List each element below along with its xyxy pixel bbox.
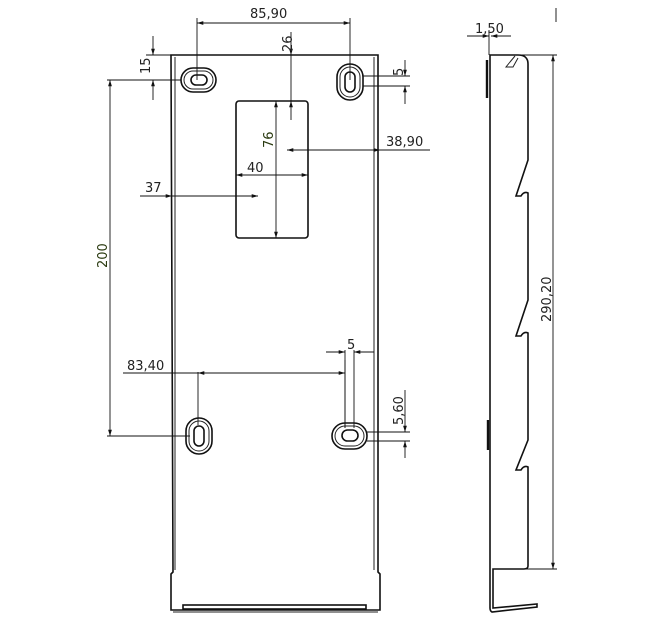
side-profile: [489, 54, 538, 613]
dim-label-26: 26: [281, 35, 296, 52]
dim-label-85-90: 85,90: [250, 7, 287, 22]
slot-top-left: [180, 67, 217, 93]
dim-label-5-60: 5,60: [392, 396, 407, 425]
dim-label-1-50: 1,50: [475, 22, 504, 37]
dim-label-290-20: 290,20: [540, 277, 555, 323]
front-view: 85,90 26 15 5 76: [96, 7, 430, 613]
dim-label-15: 15: [139, 57, 154, 74]
dim-label-40: 40: [247, 161, 264, 176]
dim-label-83-40: 83,40: [127, 359, 164, 374]
plate-outline: [170, 54, 381, 613]
dim-top-slot-width: 5: [363, 60, 410, 104]
rectangular-window: [235, 100, 309, 239]
dim-window-left-offset: 37: [140, 181, 258, 198]
dim-window-right-offset: 38,90: [287, 135, 430, 152]
side-view: 1,50 290,20: [467, 8, 557, 613]
dim-bottom-slot-width: 5: [326, 338, 374, 428]
dim-label-37: 37: [145, 181, 162, 196]
dim-window-width: 40: [236, 161, 308, 177]
dim-overall-height: 290,20: [495, 54, 557, 570]
dim-window-height: 76: [262, 101, 278, 238]
dim-label-38-90: 38,90: [386, 135, 423, 150]
dim-top-to-window: 26: [281, 32, 296, 120]
dim-slot-spacing-bottom: 83,40: [123, 359, 346, 428]
dim-slot-spacing-top: 85,90: [196, 7, 351, 80]
dim-bottom-slot-height: 5,60: [367, 390, 410, 458]
dim-top-slot-offset: 15: [107, 36, 181, 100]
dim-label-5-top: 5: [392, 68, 407, 76]
dim-slot-vertical-spacing: 200: [96, 80, 190, 437]
dim-label-200: 200: [96, 243, 111, 268]
dim-label-76: 76: [262, 131, 277, 148]
dim-thickness: 1,50: [467, 22, 511, 55]
dim-label-5-bottom: 5: [347, 338, 355, 353]
slot-bottom-right: [331, 422, 368, 450]
